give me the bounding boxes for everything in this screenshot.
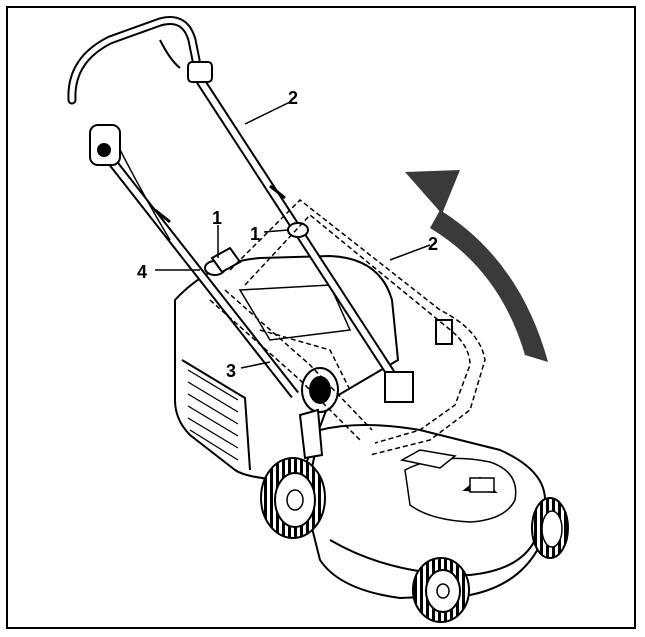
callout-1-right: 1 [250, 224, 260, 244]
mower-body [303, 424, 547, 600]
callout-2-upright: 2 [288, 88, 298, 108]
cable-clip-icon [204, 222, 453, 460]
rotate-arrow-icon [405, 170, 548, 362]
leader-lines [155, 101, 431, 369]
callout-1-left: 1 [212, 208, 222, 228]
folded-handle-outline [209, 198, 486, 456]
callout-3: 3 [226, 361, 236, 381]
callout-4: 4 [137, 262, 147, 282]
callout-2-folded: 2 [428, 234, 438, 254]
wheel-icon [260, 457, 569, 623]
